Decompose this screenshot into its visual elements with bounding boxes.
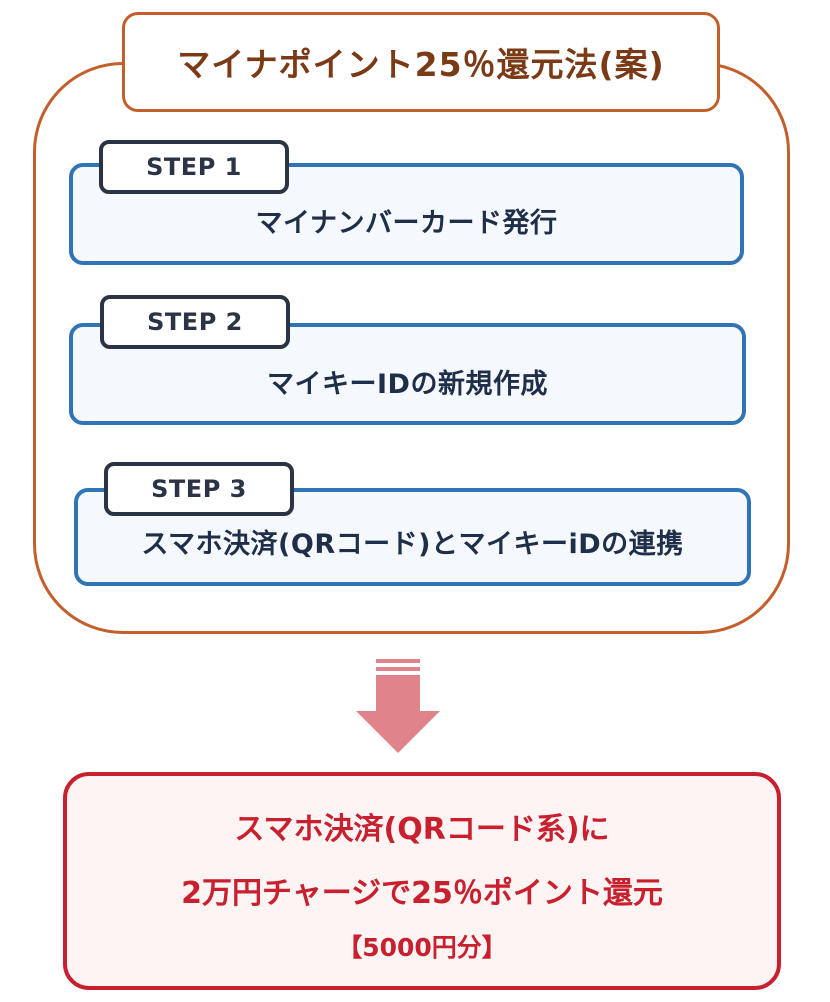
step-3-label: STEP 3 <box>151 475 247 503</box>
result-line-1: スマホ決済(QRコード系)に <box>234 812 610 847</box>
step-2-text: マイキーIDの新規作成 <box>267 368 548 400</box>
diagram-title: マイナポイント25％還元法(案) <box>177 45 665 84</box>
step-2-tab: STEP 2 <box>100 295 290 349</box>
step-3-tab: STEP 3 <box>104 462 294 516</box>
step-1-text: マイナンバーカード発行 <box>255 207 558 239</box>
result-line-2: 2万円チャージで25％ポイント還元 <box>181 876 663 911</box>
result-line-3: 【5000円分】 <box>337 933 507 962</box>
step-3-text: スマホ決済(QRコード)とマイキーiDの連携 <box>141 528 684 560</box>
step-1-label: STEP 1 <box>146 153 242 181</box>
step-3-box: スマホ決済(QRコード)とマイキーiDの連携 <box>74 488 751 586</box>
title-box: マイナポイント25％還元法(案) <box>122 12 720 112</box>
result-box: スマホ決済(QRコード系)に 2万円チャージで25％ポイント還元 【5000円分… <box>63 772 781 990</box>
step-1-tab: STEP 1 <box>99 140 289 194</box>
step-2-label: STEP 2 <box>147 308 243 336</box>
down-arrow-icon <box>356 659 440 753</box>
